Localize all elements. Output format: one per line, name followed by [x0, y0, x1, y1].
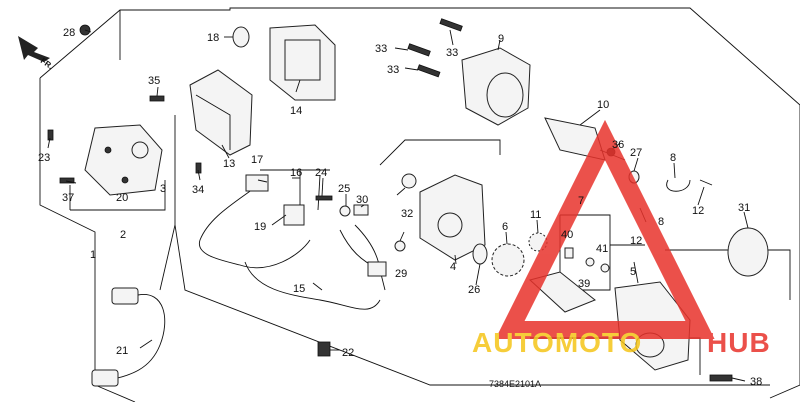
callout-label: 4 — [450, 261, 456, 273]
callout-label: 1 — [90, 249, 96, 261]
diagram-code: 7384E2101A — [489, 379, 541, 389]
callout-label: 39 — [578, 278, 590, 290]
cover-part — [189, 69, 253, 156]
callout-label: 10 — [597, 99, 609, 111]
power-cord-part — [91, 287, 166, 387]
callout-label: 13 — [223, 158, 235, 170]
callout-label: 33 — [446, 47, 458, 59]
callout-label: 40 — [561, 229, 573, 241]
callout-label: 21 — [116, 345, 128, 357]
callout-label: 23 — [38, 152, 50, 164]
gasket-part — [727, 227, 769, 277]
callout-label: 8 — [670, 152, 676, 164]
motor-housing-part — [461, 47, 531, 126]
callout-label: 38 — [750, 376, 762, 388]
callout-label: 36 — [612, 139, 624, 151]
callout-label: 16 — [290, 167, 302, 179]
callout-label: 15 — [293, 283, 305, 295]
callout-label: 7 — [578, 195, 584, 207]
cap-part — [232, 26, 250, 48]
callout-label: 5 — [630, 266, 636, 278]
cable-part — [244, 224, 387, 310]
pinion-shaft-part — [528, 271, 596, 313]
bracket-part — [84, 124, 163, 196]
watermark-triangle — [495, 119, 715, 339]
gear-case-part — [419, 174, 486, 261]
box-cover-part — [269, 24, 336, 101]
callout-label: 2 — [120, 229, 126, 241]
callout-labels: 1 2 3 4 5 6 7 8 8 9 10 11 12 12 13 14 15… — [38, 27, 762, 388]
callout-label: 35 — [148, 75, 160, 87]
callout-label: 30 — [356, 194, 368, 206]
callout-label: 26 — [468, 284, 480, 296]
watermark-logo: AUTOMOTO HUB — [472, 119, 771, 358]
front-direction-arrow: FR. — [18, 36, 55, 71]
callout-label: 31 — [738, 202, 750, 214]
callout-label: 34 — [192, 184, 204, 196]
callout-label: 25 — [338, 183, 350, 195]
callout-label: 32 — [401, 208, 413, 220]
springs-part — [564, 247, 610, 273]
callout-label: 8 — [658, 216, 664, 228]
callout-label: 6 — [502, 221, 508, 233]
callout-label: 11 — [530, 209, 541, 221]
callout-label: 28 — [63, 27, 75, 39]
bolts-part — [407, 18, 463, 78]
watermark-text-b: HUB — [707, 327, 771, 358]
callout-label: 18 — [207, 32, 219, 44]
callout-label: 27 — [630, 147, 642, 159]
callout-label: 41 — [596, 243, 608, 255]
callout-label: 17 — [251, 154, 263, 166]
watermark-text-a: AUTOMOTO — [472, 327, 642, 358]
callout-label: 29 — [395, 268, 407, 280]
callout-label: 33 — [375, 43, 387, 55]
callout-label: 19 — [254, 221, 266, 233]
callout-label: 33 — [387, 64, 399, 76]
callout-label: 3 — [160, 183, 166, 195]
hardware-parts — [47, 24, 733, 382]
frame-lines — [39, 7, 800, 402]
callout-label: 24 — [315, 167, 327, 179]
callout-label: 14 — [290, 105, 302, 117]
callout-label: 12 — [630, 235, 642, 247]
harness-part — [199, 170, 321, 269]
callout-label: 12 — [692, 205, 704, 217]
gears-part — [472, 232, 548, 277]
callout-label: 22 — [342, 347, 354, 359]
callout-label: 9 — [498, 33, 504, 45]
callout-label: 20 — [116, 192, 128, 204]
callout-label: 37 — [62, 192, 74, 204]
